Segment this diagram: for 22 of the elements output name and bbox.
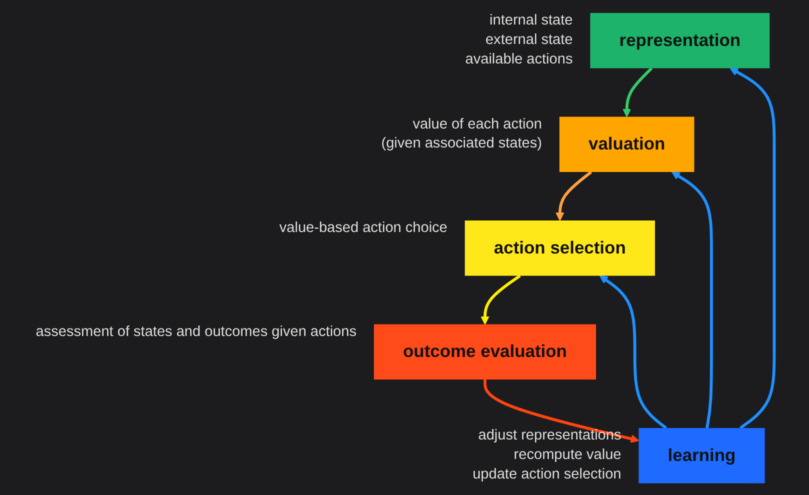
arrow [598, 274, 666, 429]
arrow [555, 170, 592, 220]
note-text: recompute value [513, 446, 621, 463]
arrow [622, 66, 652, 117]
note-text: value of each action [412, 116, 542, 132]
arrow [480, 274, 520, 324]
arrow [671, 171, 712, 428]
note-text: value-based action choice [278, 220, 447, 236]
node-box: outcome evaluation [373, 324, 596, 380]
arrow [729, 67, 776, 429]
note-text: update action selection [472, 466, 621, 482]
node-box: valuation [558, 116, 694, 172]
note-text: external state [485, 32, 572, 48]
note-text: (given associated states) [380, 135, 542, 152]
arrow [483, 379, 639, 442]
node-box: representation [590, 12, 770, 68]
note-text: available actions [464, 50, 572, 67]
note-text: assessment of states and outcomes given actions [35, 323, 356, 340]
note-text: adjust representations [478, 427, 621, 444]
node-box: learning [638, 428, 764, 483]
note-text: internal state [489, 12, 572, 28]
node-box: action selection [464, 220, 654, 276]
